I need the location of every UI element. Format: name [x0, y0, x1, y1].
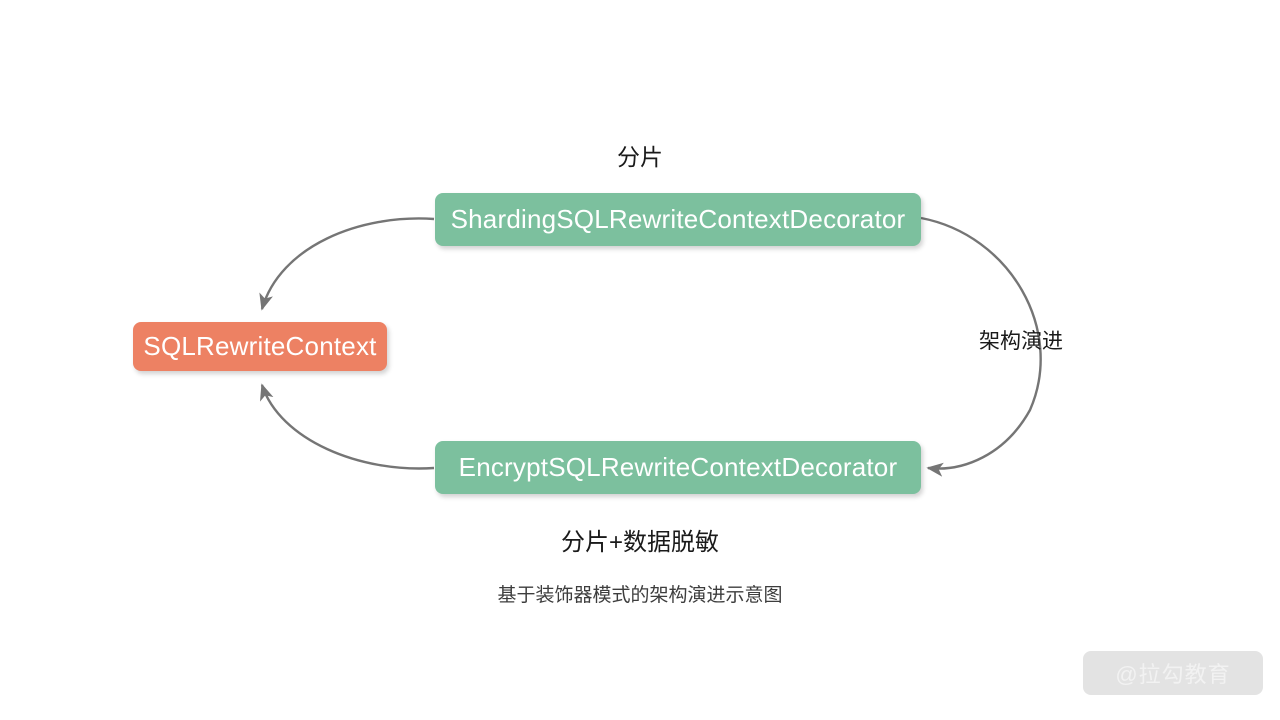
- node-label: ShardingSQLRewriteContextDecorator: [450, 204, 906, 234]
- edge-label-sharding: 分片: [617, 144, 663, 170]
- watermark-text: @拉勾教育: [1115, 662, 1231, 687]
- edge-sharding-to-context: [259, 217, 435, 311]
- edge-encrypt-to-context: [260, 383, 435, 470]
- node-sharding-sql-rewrite-context-decorator[interactable]: ShardingSQLRewriteContextDecorator: [435, 193, 921, 246]
- edge-label-sharding-plus-masking: 分片+数据脱敏: [560, 529, 719, 556]
- node-sql-rewrite-context[interactable]: SQLRewriteContext: [133, 322, 387, 371]
- diagram-caption: 基于装饰器模式的架构演进示意图: [497, 585, 783, 606]
- node-label: SQLRewriteContext: [143, 331, 377, 361]
- edge-label-architecture-evolution: 架构演进: [979, 330, 1063, 353]
- watermark-badge: @拉勾教育: [1083, 651, 1263, 695]
- node-label: EncryptSQLRewriteContextDecorator: [458, 452, 898, 482]
- node-encrypt-sql-rewrite-context-decorator[interactable]: EncryptSQLRewriteContextDecorator: [435, 441, 921, 494]
